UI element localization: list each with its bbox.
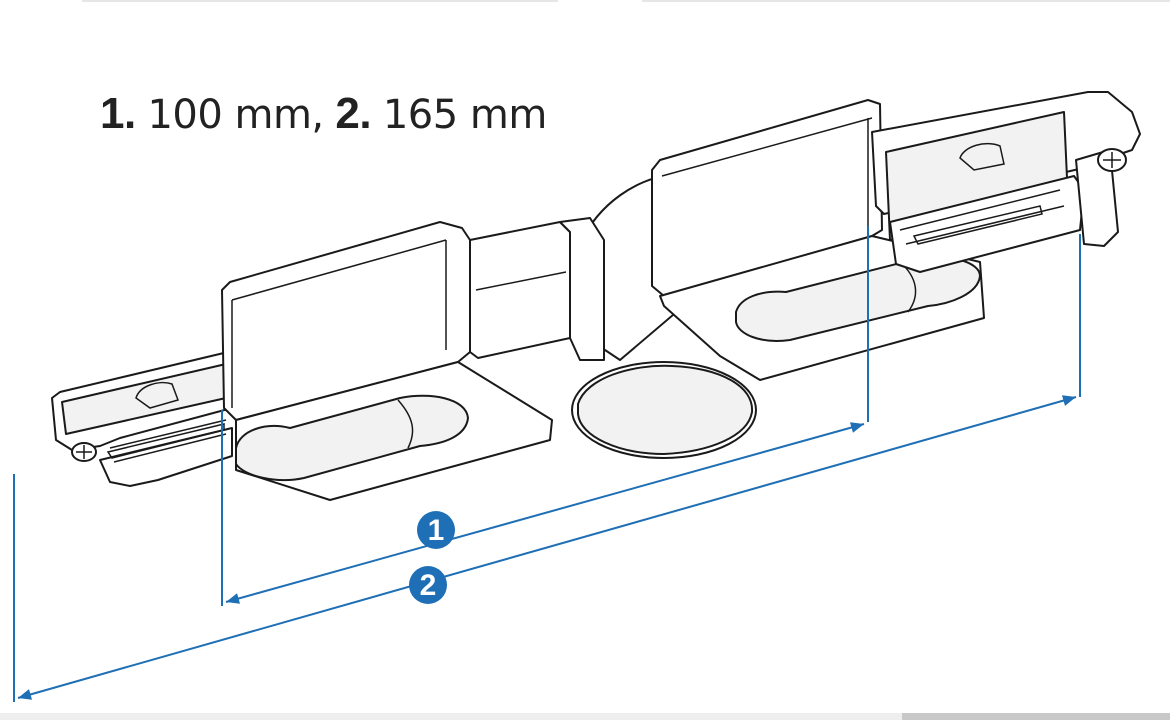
dimension-2-arrow-end <box>1061 395 1076 406</box>
dimension-2: 2 <box>13 234 1081 702</box>
top-border-strip-right <box>642 0 1170 2</box>
bottom-border-strip <box>0 713 1170 720</box>
dimension-1-arrow-start <box>226 593 240 604</box>
bottom-border-strip-dark <box>902 713 1170 720</box>
caption-item1-value: 100 mm, <box>147 92 324 138</box>
dimension-1-line <box>225 423 865 603</box>
screw-icon-left <box>71 442 97 462</box>
left-housing-block <box>221 221 571 501</box>
dimension-caption: 1. 100 mm, 2. 165 mm <box>100 92 547 136</box>
caption-item1-number: 1. <box>100 89 136 138</box>
dimension-1-badge <box>417 511 455 549</box>
dimension-2-badge-label: 2 <box>420 569 437 602</box>
dimension-2-line <box>17 396 1077 699</box>
dimension-lines: 12 <box>13 226 1081 702</box>
dimension-2-arrow-start <box>18 689 33 700</box>
dimension-2-badge <box>409 566 447 604</box>
right-end-rail <box>871 91 1141 273</box>
top-border-strip-left <box>82 0 558 2</box>
screw-icon-right <box>1097 148 1127 172</box>
left-end-rail <box>51 351 241 487</box>
caption-item2-number: 2. <box>335 89 372 138</box>
dimension-1-arrow-end <box>850 422 864 433</box>
right-housing-block <box>651 99 985 381</box>
caption-item2-value: 165 mm <box>382 92 548 138</box>
dimension-1-badge-label: 1 <box>428 514 445 547</box>
dimension-1: 1 <box>221 226 869 606</box>
